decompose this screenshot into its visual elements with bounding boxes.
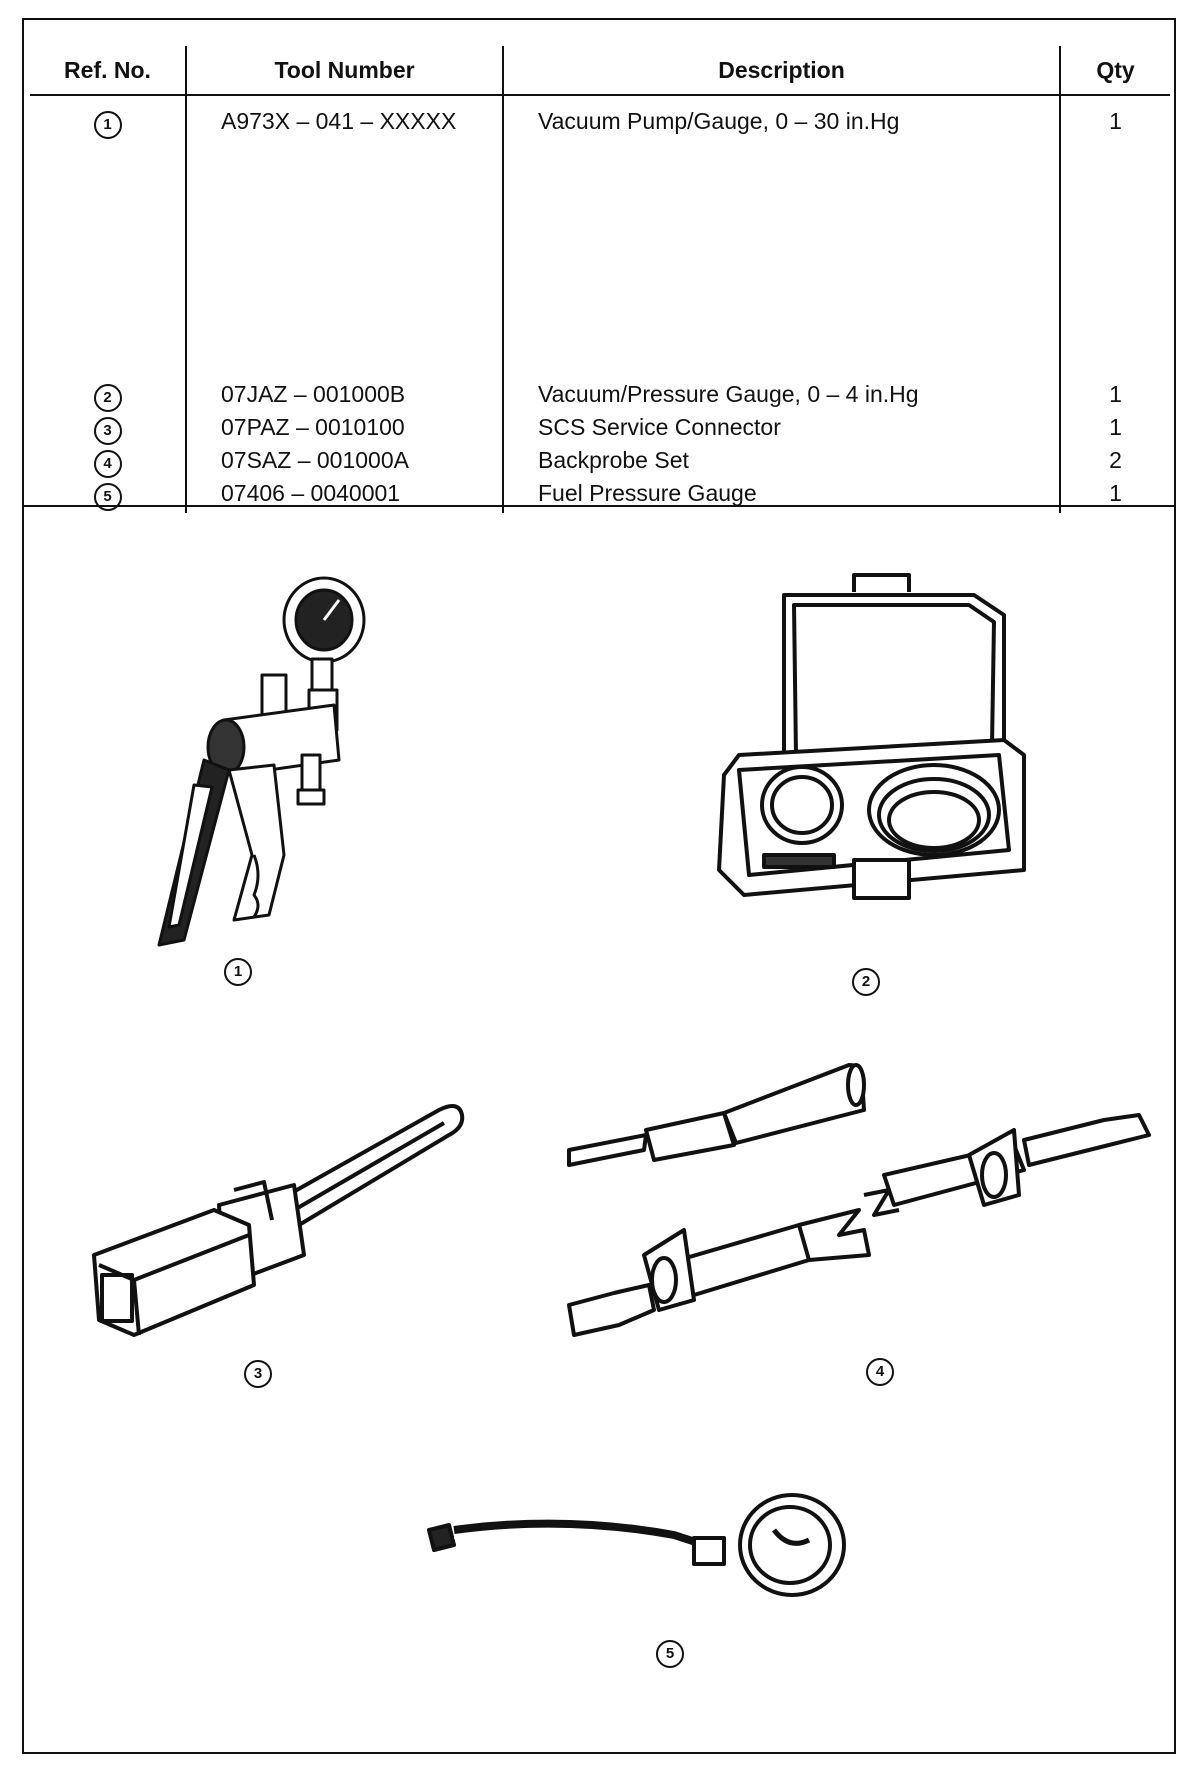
page-frame: Ref. No. Tool Number Description Qty 1 A…	[22, 18, 1176, 1754]
vacuum-pump-gauge-illustration	[134, 555, 394, 955]
service-connector-icon	[92, 1104, 465, 1337]
figure-label: 1	[224, 958, 252, 986]
description-cell: Vacuum Pump/Gauge, 0 – 30 in.Hg	[502, 95, 1060, 379]
figure-number-1: 1	[224, 958, 252, 986]
figure-number-4: 4	[866, 1358, 894, 1386]
ref-number: 5	[93, 483, 122, 511]
qty-cell: 1	[1059, 95, 1170, 379]
ref-cell: 5	[30, 478, 186, 513]
tool-number-cell: 07SAZ – 001000A	[185, 445, 503, 478]
ref-cell: 4	[30, 445, 186, 478]
description-cell: Backprobe Set	[502, 445, 1060, 478]
qty-cell: 2	[1059, 445, 1170, 478]
table-row: 1 A973X – 041 – XXXXX Vacuum Pump/Gauge,…	[30, 95, 1170, 379]
tool-number-cell: 07JAZ – 001000B	[185, 379, 503, 412]
description-cell: SCS Service Connector	[502, 412, 1060, 445]
tool-number-cell: A973X – 041 – XXXXX	[185, 95, 503, 379]
header-ref-no: Ref. No.	[30, 46, 186, 96]
description-cell: Vacuum/Pressure Gauge, 0 – 4 in.Hg	[502, 379, 1060, 412]
header-qty: Qty	[1059, 46, 1170, 96]
table-bottom-divider	[24, 505, 1174, 507]
fuel-pressure-gauge-illustration	[424, 1470, 874, 1600]
tool-number-cell: 07406 – 0040001	[185, 478, 503, 513]
vacuum-pump-gauge-icon	[157, 576, 366, 947]
ref-number: 3	[93, 417, 122, 445]
ref-cell: 2	[30, 379, 186, 412]
ref-number: 1	[93, 111, 122, 139]
table-header-row: Ref. No. Tool Number Description Qty	[30, 46, 1170, 96]
gauge-case-illustration	[704, 570, 1034, 910]
figure-number-3: 3	[244, 1360, 272, 1388]
figure-label: 2	[852, 968, 880, 996]
gauge-case-icon	[717, 573, 1026, 900]
qty-cell: 1	[1059, 478, 1170, 513]
ref-number: 4	[93, 450, 122, 478]
figure-label: 5	[656, 1640, 684, 1668]
figure-label: 3	[244, 1360, 272, 1388]
tool-number-cell: 07PAZ – 0010100	[185, 412, 503, 445]
description-cell: Fuel Pressure Gauge	[502, 478, 1060, 513]
backprobe-set-illustration	[564, 1035, 1154, 1355]
ref-number: 2	[93, 384, 122, 412]
qty-cell: 1	[1059, 379, 1170, 412]
header-description: Description	[502, 46, 1060, 96]
figure-number-5: 5	[656, 1640, 684, 1668]
tool-table: Ref. No. Tool Number Description Qty 1 A…	[30, 46, 1170, 513]
fuel-pressure-gauge-icon	[427, 1493, 846, 1597]
header-tool-number: Tool Number	[185, 46, 503, 96]
ref-cell: 1	[30, 95, 186, 379]
ref-cell: 3	[30, 412, 186, 445]
service-connector-illustration	[74, 1085, 474, 1345]
table-row: 5 07406 – 0040001 Fuel Pressure Gauge 1	[30, 478, 1170, 513]
table-row: 4 07SAZ – 001000A Backprobe Set 2	[30, 445, 1170, 478]
table-row: 3 07PAZ – 0010100 SCS Service Connector …	[30, 412, 1170, 445]
figure-number-2: 2	[852, 968, 880, 996]
backprobe-set-icon	[567, 1063, 1151, 1337]
table-row: 2 07JAZ – 001000B Vacuum/Pressure Gauge,…	[30, 379, 1170, 412]
qty-cell: 1	[1059, 412, 1170, 445]
figure-label: 4	[866, 1358, 894, 1386]
